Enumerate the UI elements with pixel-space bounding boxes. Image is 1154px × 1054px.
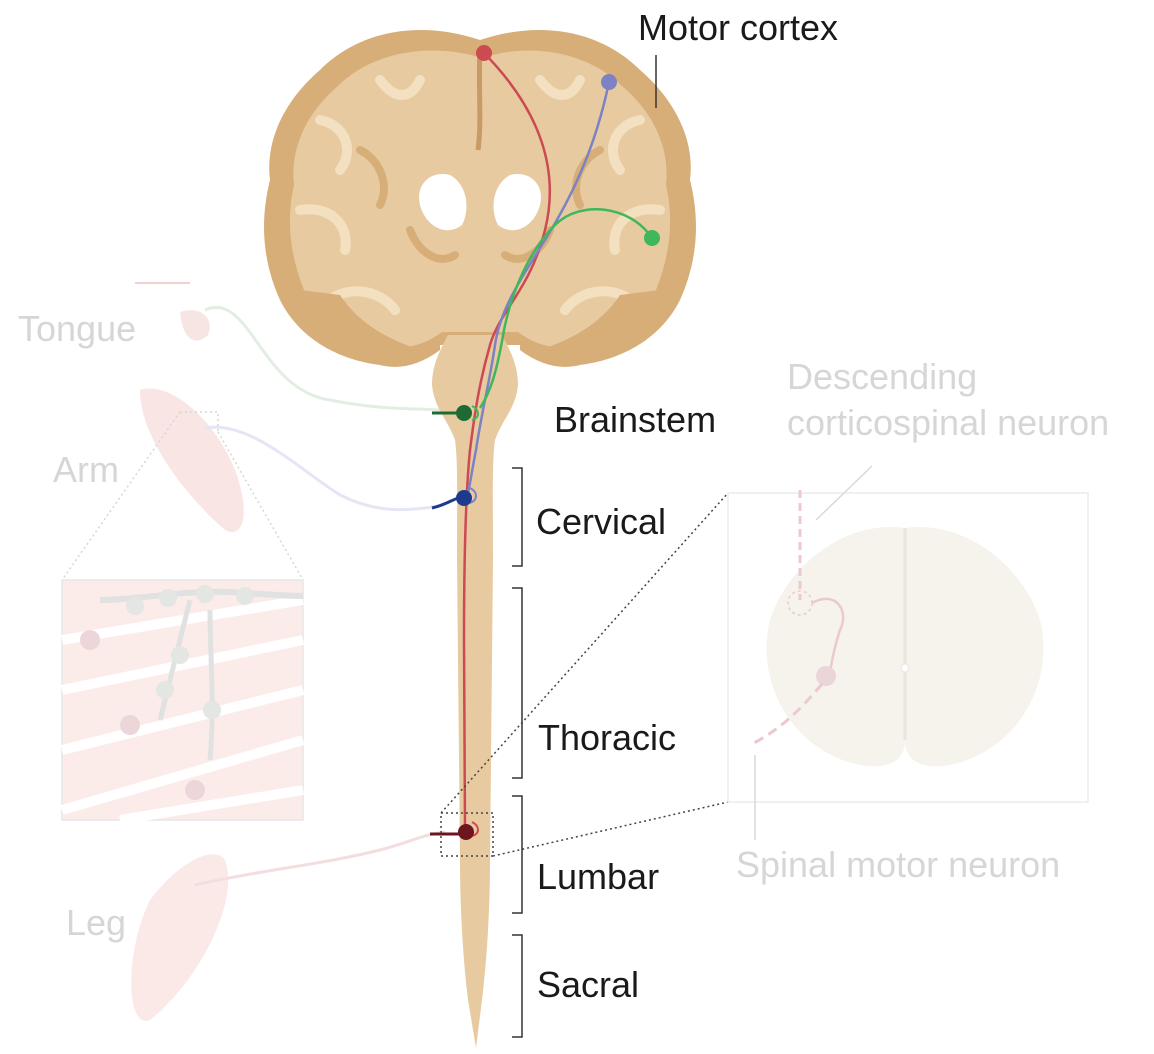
arm-label: Arm <box>53 449 119 490</box>
thoracic-label: Thoracic <box>538 717 676 758</box>
cervical-bracket <box>512 468 522 566</box>
sacral-label: Sacral <box>537 964 639 1005</box>
descending-label-line1: Descending <box>787 356 977 397</box>
arm-muscle <box>140 388 244 531</box>
thoracic-bracket <box>512 588 522 778</box>
purple-cortical-neuron <box>601 74 617 90</box>
motor-cortex-label: Motor cortex <box>638 7 838 48</box>
spinal-cross-section-inset <box>728 466 1088 840</box>
leg-muscle <box>131 854 228 1021</box>
leg-nerve <box>195 832 445 885</box>
leg-label: Leg <box>66 902 126 943</box>
sacral-bracket <box>512 935 522 1037</box>
brain-coronal-section <box>264 30 696 367</box>
tongue-muscle <box>135 283 210 341</box>
green-cortical-neuron <box>644 230 660 246</box>
muscle-inset-box <box>62 580 303 820</box>
brainstem-label: Brainstem <box>554 399 716 440</box>
red-cortical-neuron <box>476 45 492 61</box>
cervical-label: Cervical <box>536 501 666 542</box>
lumbar-bracket <box>512 796 522 913</box>
lumbar-label: Lumbar <box>537 856 659 897</box>
spinal-motor-neuron-label: Spinal motor neuron <box>736 844 1060 885</box>
descending-label-line2: corticospinal neuron <box>787 402 1109 443</box>
brainstem-spinal-cord <box>432 335 518 1048</box>
tongue-label: Tongue <box>18 308 136 349</box>
